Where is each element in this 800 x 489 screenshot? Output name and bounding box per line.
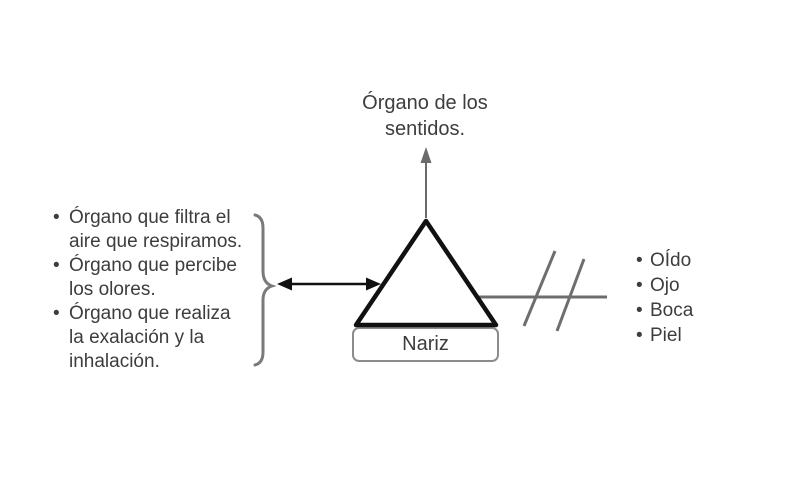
list-item: OÍdo	[636, 248, 756, 273]
list-item-line: Órgano que percibe	[69, 255, 237, 276]
nariz-label: Nariz	[402, 333, 449, 355]
list-item: Órgano que percibe los olores.	[53, 254, 258, 302]
double-arrow-left-head	[277, 277, 292, 291]
break-slash	[555, 258, 586, 332]
list-item: Ojo	[636, 273, 756, 298]
list-item-line: aire que respiramos.	[69, 231, 243, 252]
upward-arrow-icon	[420, 147, 432, 218]
list-item-line: la exalación y la	[69, 327, 205, 348]
upward-arrow-head	[420, 147, 432, 163]
left-description-list: Órgano que filtra el aire que respiramos…	[53, 206, 258, 374]
nariz-label-box: Nariz	[352, 327, 499, 362]
break-slash	[522, 250, 557, 327]
list-item-line: inhalación.	[69, 351, 160, 372]
list-item: Boca	[636, 298, 756, 323]
list-item-line: los olores.	[69, 279, 156, 300]
triangle-shape	[353, 218, 499, 328]
diagram-title: Órgano de los sentidos.	[362, 92, 488, 140]
right-senses-list: OÍdo Ojo Boca Piel	[636, 248, 756, 348]
double-arrow-right-head	[366, 277, 381, 291]
list-item: Órgano que filtra el aire que respiramos…	[53, 206, 258, 254]
break-slashes-icon	[522, 250, 586, 332]
list-item-line: Órgano que realiza	[69, 303, 231, 324]
list-item: Órgano que realiza la exalación y la inh…	[53, 302, 258, 374]
double-headed-arrow-icon	[277, 277, 381, 291]
list-item: Piel	[636, 323, 756, 348]
list-item-line: Órgano que filtra el	[69, 207, 231, 228]
